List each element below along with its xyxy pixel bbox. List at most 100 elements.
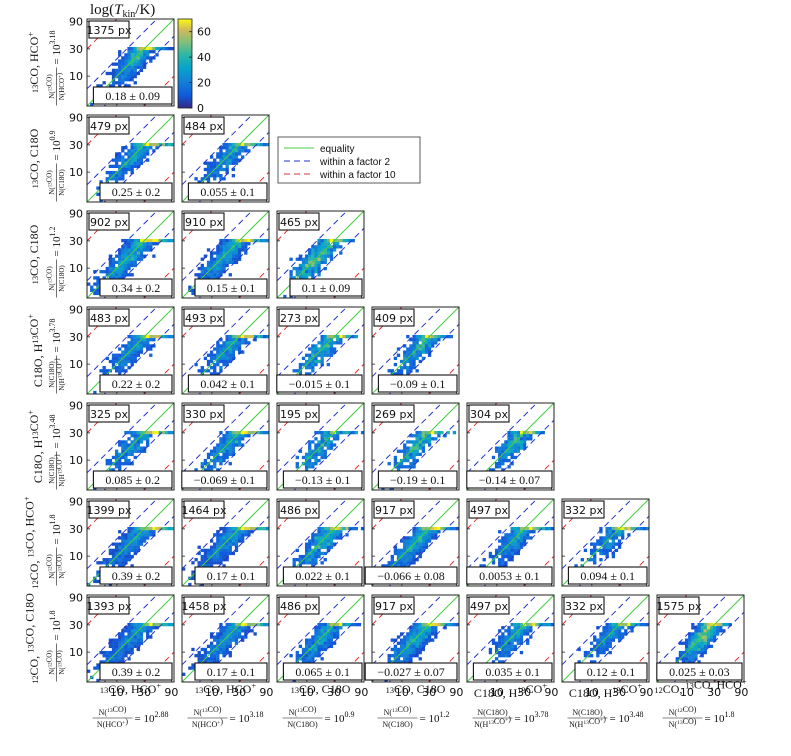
hist-cell xyxy=(158,238,162,243)
hist-cell xyxy=(716,622,720,627)
hist-cell xyxy=(231,146,236,150)
hist-cell xyxy=(406,647,410,652)
x-tick-label: 90 xyxy=(259,686,273,699)
hist-cell xyxy=(479,564,483,568)
factor2-upper-line xyxy=(277,403,348,474)
hist-cell xyxy=(146,142,150,147)
hist-cell xyxy=(209,276,214,280)
hist-cell xyxy=(234,526,239,531)
column-label-1: 13CO, HCO+N(13CO)N(HCO+)= 103.18 xyxy=(187,682,263,729)
hist-cell xyxy=(99,561,103,565)
hist-cell xyxy=(93,579,97,584)
hist-cell xyxy=(130,526,134,531)
hist-cell xyxy=(253,338,257,342)
hist-cell xyxy=(336,629,340,633)
hist-cell xyxy=(709,638,714,642)
hist-cell xyxy=(611,530,616,534)
hist-cell xyxy=(526,430,530,435)
hist-cell xyxy=(127,344,131,348)
hist-cell xyxy=(688,644,692,649)
hist-cell xyxy=(409,440,413,444)
hist-cell xyxy=(308,548,312,553)
hist-cell xyxy=(311,270,315,274)
hist-cell xyxy=(608,650,612,655)
hist-cell xyxy=(213,635,217,639)
factor2-lower-line xyxy=(198,227,269,298)
hist-cell xyxy=(130,641,134,645)
hist-cell xyxy=(449,622,453,627)
hist-cell xyxy=(415,558,419,562)
hist-cell xyxy=(241,635,245,639)
hist-cell xyxy=(409,660,413,664)
hist-cell xyxy=(133,242,137,246)
hist-cell xyxy=(188,582,192,586)
hist-cell xyxy=(96,663,100,667)
hist-cell xyxy=(706,622,711,627)
hist-cell xyxy=(624,629,628,633)
hist-cell xyxy=(295,273,299,277)
hist-cell xyxy=(418,334,422,339)
hist-cell xyxy=(403,650,407,655)
hist-cell xyxy=(317,530,321,534)
hist-cell xyxy=(412,558,416,562)
hist-cell xyxy=(222,536,226,540)
hist-cell xyxy=(213,554,217,559)
hist-cell xyxy=(437,526,441,531)
hist-cell xyxy=(139,161,144,165)
hist-cell xyxy=(399,654,404,658)
hist-cell xyxy=(96,666,100,670)
hist-cell xyxy=(133,251,137,255)
hist-cell xyxy=(308,266,312,271)
hist-cell xyxy=(703,638,707,642)
hist-cell xyxy=(225,170,229,175)
hist-cell xyxy=(139,257,144,261)
hist-cell xyxy=(222,654,226,658)
hist-cell xyxy=(703,622,707,627)
hist-cell xyxy=(219,270,223,274)
hist-cell xyxy=(118,74,122,79)
hist-cell xyxy=(209,167,214,172)
statistic-box: 0.18 ± 0.09 xyxy=(92,86,173,105)
hist-cell xyxy=(130,533,134,537)
hist-cell xyxy=(118,266,122,271)
hist-cell xyxy=(354,334,358,339)
hist-cell xyxy=(516,551,521,556)
hist-cell xyxy=(311,266,315,271)
hist-cell xyxy=(504,647,508,652)
hist-cell xyxy=(311,561,315,565)
hist-cell xyxy=(336,635,340,639)
hist-cell xyxy=(323,638,327,642)
hist-cell xyxy=(121,155,125,159)
hist-cell xyxy=(605,554,609,559)
hist-cell xyxy=(142,539,147,543)
hist-cell xyxy=(393,644,398,649)
hist-cell xyxy=(688,660,692,664)
hist-cell xyxy=(124,635,128,639)
hist-cell xyxy=(314,561,318,565)
hist-cell xyxy=(308,257,312,261)
hist-cell xyxy=(130,71,134,76)
hist-cell xyxy=(139,334,144,339)
pixel-count-label: 497 px xyxy=(470,504,508,517)
hist-cell xyxy=(118,465,122,469)
hist-cell xyxy=(684,641,689,645)
hist-cell xyxy=(146,437,150,441)
hist-cell xyxy=(209,452,214,457)
hist-cell xyxy=(228,443,232,447)
hist-cell xyxy=(118,59,122,63)
hist-cell xyxy=(206,554,211,559)
hist-cell xyxy=(136,638,141,642)
hist-cell xyxy=(136,536,141,540)
hist-cell xyxy=(130,440,134,444)
hist-cell xyxy=(709,635,714,639)
hist-cell xyxy=(409,539,413,543)
hist-cell xyxy=(222,270,226,274)
hist-cell xyxy=(213,347,217,351)
hist-cell xyxy=(108,164,113,169)
hist-cell xyxy=(336,530,340,534)
factor2-upper-line xyxy=(562,499,633,570)
hist-cell xyxy=(124,260,128,265)
hist-cell xyxy=(320,526,324,531)
hist-cell xyxy=(127,353,131,357)
